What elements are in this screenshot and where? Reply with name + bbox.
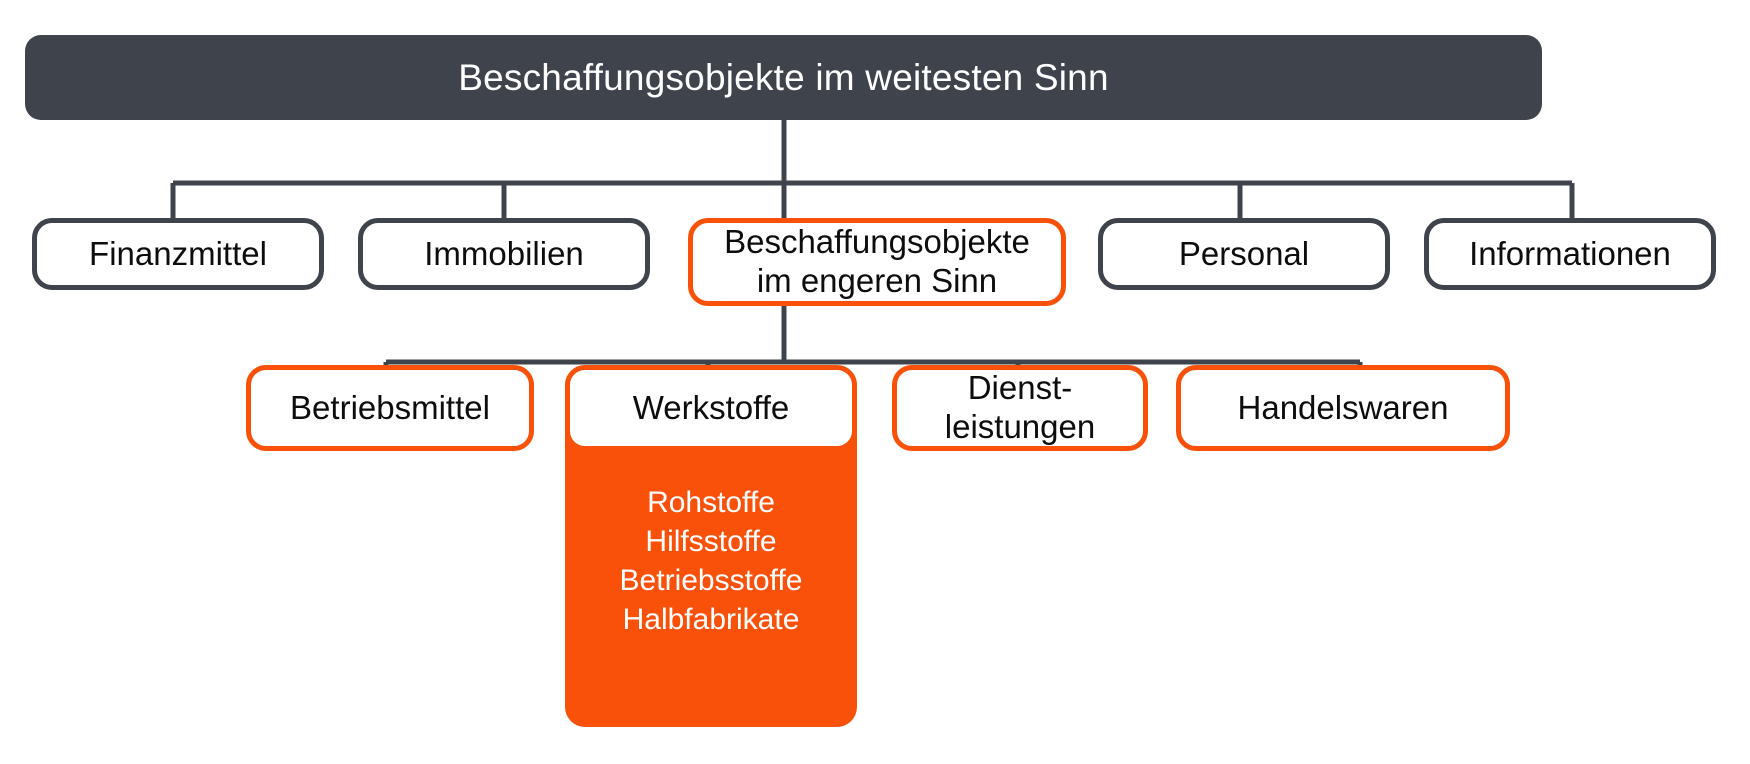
werkstoffe-detail-panel: [565, 401, 857, 727]
node-label: Immobilien: [424, 234, 584, 272]
list-item: Betriebsstoffe: [619, 564, 803, 597]
node-beschaffungsobjekte-weitesten-sinn[interactable]: Beschaffungsobjekte im weitesten Sinn: [25, 35, 1542, 120]
node-immobilien[interactable]: Immobilien: [358, 218, 650, 290]
node-label: Informationen: [1469, 234, 1671, 272]
node-label: Werkstoffe: [632, 389, 790, 426]
werkstoffe-item-list: Rohstoffe Hilfsstoffe Betriebsstoffe Hal…: [565, 469, 857, 719]
list-item: Rohstoffe: [647, 486, 775, 519]
node-personal[interactable]: Personal: [1098, 218, 1390, 290]
node-label: Betriebsmittel: [290, 388, 490, 426]
node-label: Finanzmittel: [89, 234, 267, 272]
node-dienstleistungen[interactable]: Dienst- leistungen: [892, 365, 1148, 451]
list-item: Halbfabrikate: [622, 603, 800, 636]
node-label: Dienst- leistungen: [944, 369, 1096, 445]
node-werkstoffe-group: Werkstoffe Rohstoffe Hilfsstoffe Betrieb…: [565, 365, 857, 727]
node-label: Personal: [1178, 234, 1310, 272]
node-werkstoffe[interactable]: Werkstoffe: [565, 365, 857, 451]
node-betriebsmittel[interactable]: Betriebsmittel: [246, 365, 534, 451]
node-label: Handelswaren: [1237, 388, 1449, 426]
node-label: Beschaffungsobjekte im engeren Sinn: [724, 223, 1030, 299]
list-item: Hilfsstoffe: [645, 525, 777, 558]
node-informationen[interactable]: Informationen: [1424, 218, 1716, 290]
node-label: Beschaffungsobjekte im weitesten Sinn: [458, 56, 1109, 98]
node-beschaffungsobjekte-engeren-sinn[interactable]: Beschaffungsobjekte im engeren Sinn: [688, 218, 1066, 306]
node-finanzmittel[interactable]: Finanzmittel: [32, 218, 324, 290]
node-handelswaren[interactable]: Handelswaren: [1176, 365, 1510, 451]
